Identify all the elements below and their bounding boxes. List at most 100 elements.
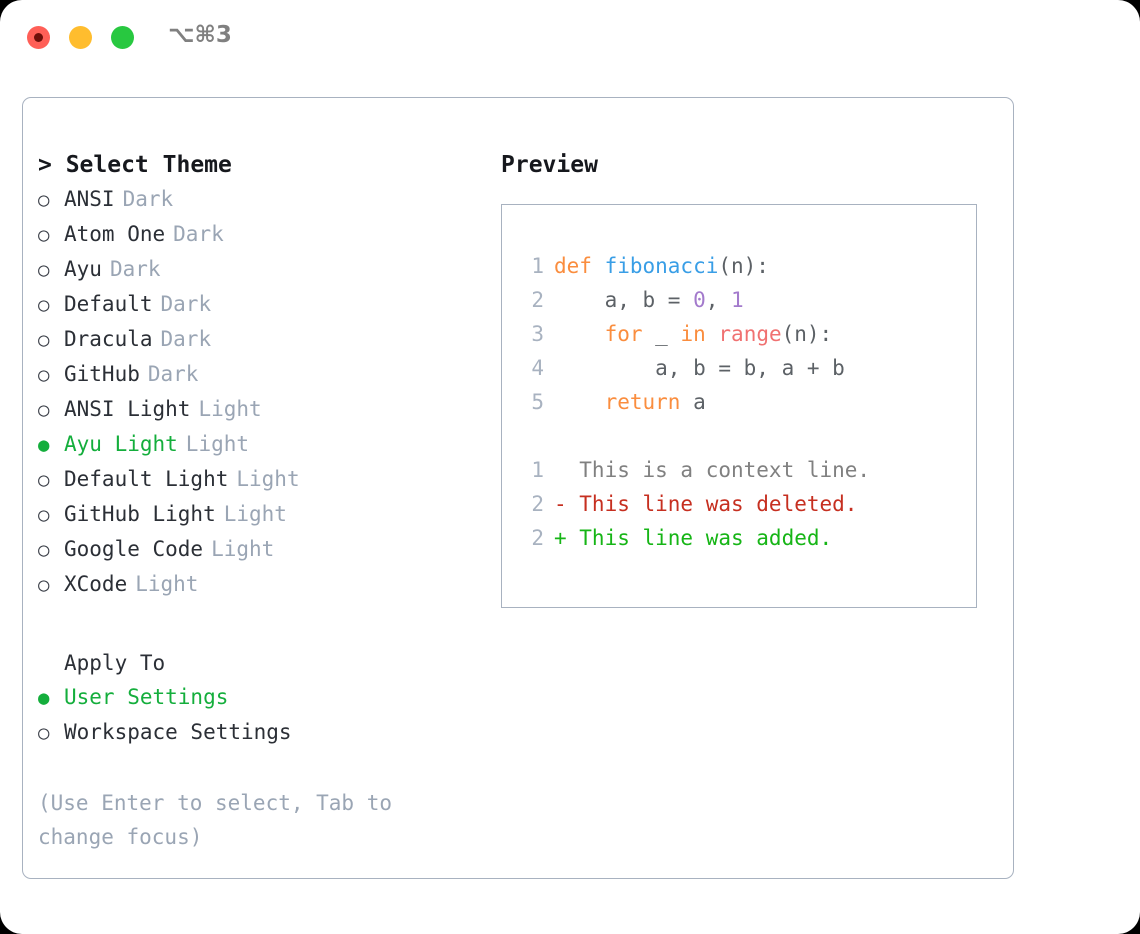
theme-option-kind: Light — [236, 467, 300, 491]
code-token-plain: _ — [642, 322, 681, 346]
code-line-content: a, b = 0, 1 — [554, 283, 744, 317]
radio-selected-icon: ● — [38, 687, 50, 709]
diff-line: 2+ This line was added. — [518, 521, 976, 555]
radio-unselected-icon: ○ — [38, 224, 50, 246]
code-token-plain — [554, 390, 605, 414]
code-token-punc: (n): — [781, 322, 833, 346]
code-token-plain — [554, 322, 605, 346]
code-line-number: 3 — [531, 322, 544, 346]
theme-option-github-light[interactable]: ○ GitHub Light Light — [38, 497, 478, 532]
code-line-content: for _ in range(n): — [554, 317, 833, 351]
code-token-kw: for — [604, 322, 643, 346]
theme-option-default[interactable]: ○ Default Dark — [38, 287, 478, 322]
code-token-kw: in — [680, 322, 706, 346]
apply-to-option-label: User Settings — [64, 685, 229, 709]
diff-line: 1 This is a context line. — [518, 453, 976, 487]
code-line-number: 1 — [531, 254, 544, 278]
radio-unselected-icon: ○ — [38, 364, 50, 386]
diff-sample-block: 1 This is a context line. 2 - This line wa… — [518, 453, 976, 555]
code-line: 3 for _ in range(n): — [518, 317, 976, 351]
code-line: 2 a, b = 0, 1 — [518, 283, 976, 317]
code-token-kw: return — [604, 390, 681, 414]
theme-option-label: GitHub — [64, 362, 140, 386]
code-token-fn: fibonacci — [604, 254, 719, 278]
code-token-plain: a — [680, 390, 706, 414]
apply-to-section: Apply To ●User Settings○Workspace Settin… — [38, 646, 478, 750]
radio-unselected-icon: ○ — [38, 294, 50, 316]
theme-option-ayu-light[interactable]: ● Ayu Light Light — [38, 427, 478, 462]
theme-option-kind: Dark — [160, 327, 212, 351]
theme-option-kind: Light — [135, 572, 199, 596]
radio-unselected-icon: ○ — [38, 469, 50, 491]
diff-line-text: - This line was deleted. — [554, 492, 858, 516]
code-token-plain: a, b = — [554, 288, 694, 312]
theme-option-label: ANSI Light — [64, 397, 191, 421]
apply-to-option-list[interactable]: ● User Settings ○Workspace Settings — [38, 680, 478, 750]
radio-unselected-icon: ○ — [38, 189, 50, 211]
radio-unselected-icon: ○ — [38, 504, 50, 526]
radio-unselected-icon: ○ — [38, 259, 50, 281]
traffic-lights — [27, 26, 134, 49]
code-line-number: 5 — [531, 390, 544, 414]
code-spacer — [518, 419, 976, 453]
apply-to-option-workspace-settings[interactable]: ○Workspace Settings — [38, 715, 478, 750]
minimize-window-button[interactable] — [69, 26, 92, 49]
theme-option-label: Atom One — [64, 222, 166, 246]
theme-option-kind: Light — [198, 397, 262, 421]
diff-line: 2 - This line was deleted. — [518, 487, 976, 521]
maximize-window-button[interactable] — [111, 26, 134, 49]
code-token-bi: range — [718, 322, 782, 346]
theme-option-label: GitHub Light — [64, 502, 216, 526]
theme-option-kind: Dark — [160, 292, 212, 316]
code-token-plain — [706, 322, 719, 346]
radio-unselected-icon: ○ — [38, 722, 50, 744]
code-token-plain: , — [705, 288, 732, 312]
theme-option-kind: Dark — [122, 187, 174, 211]
diff-line-text: + This line was added. — [554, 526, 833, 550]
theme-option-kind: Light — [223, 502, 287, 526]
theme-option-default-light[interactable]: ○ Default Light Light — [38, 462, 478, 497]
theme-option-kind: Light — [185, 432, 250, 456]
code-line-content: return a — [554, 385, 706, 419]
code-token-kw: def — [554, 254, 605, 278]
keyboard-shortcut-label: ⌥⌘3 — [168, 22, 232, 48]
code-token-plain: a, b = b, a + b — [554, 356, 845, 380]
code-line: 1 def fibonacci(n): — [518, 249, 976, 283]
theme-option-label: Dracula — [64, 327, 153, 351]
code-line-content: a, b = b, a + b — [554, 351, 845, 385]
radio-unselected-icon: ○ — [38, 539, 50, 561]
theme-option-label: Default — [64, 292, 153, 316]
theme-option-label: Default Light — [64, 467, 229, 491]
code-token-punc: (n): — [718, 254, 769, 278]
keyboard-hint-text: (Use Enter to select, Tab to change focu… — [38, 791, 405, 849]
code-line: 4 a, b = b, a + b — [518, 351, 976, 385]
diff-line-text: This is a context line. — [554, 458, 871, 482]
title-bar: ⌥⌘3 — [0, 0, 1140, 78]
close-window-button[interactable] — [27, 26, 50, 49]
select-theme-title: > Select Theme — [38, 152, 232, 178]
theme-option-kind: Dark — [173, 222, 224, 246]
radio-unselected-icon: ○ — [38, 574, 50, 596]
diff-line-number: 2 — [531, 492, 544, 516]
apply-to-option-user-settings[interactable]: ● User Settings — [38, 680, 478, 715]
diff-line-number: 1 — [531, 458, 544, 482]
theme-option-kind: Dark — [109, 257, 161, 281]
code-line-number: 4 — [531, 356, 544, 380]
radio-selected-icon: ● — [38, 434, 50, 456]
theme-option-label: Ayu Light — [64, 432, 178, 456]
theme-option-atom-one[interactable]: ○ Atom One Dark — [38, 217, 478, 252]
